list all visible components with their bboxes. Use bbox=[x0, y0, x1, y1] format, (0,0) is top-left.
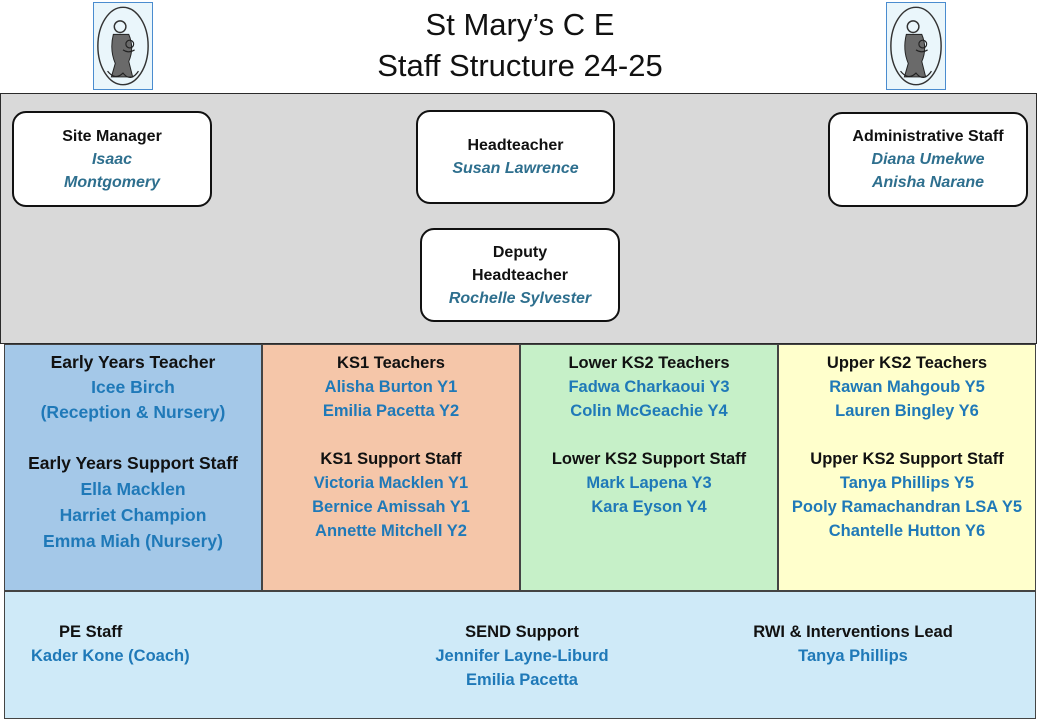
admin-staff-box: Administrative Staff Diana Umekwe Anisha… bbox=[828, 112, 1028, 207]
rwi-lead-heading: RWI & Interventions Lead bbox=[753, 623, 953, 641]
school-crest-icon bbox=[886, 2, 946, 90]
early-years-teacher-note: (Reception & Nursery) bbox=[40, 402, 226, 422]
send-support-heading: SEND Support bbox=[465, 623, 579, 641]
deputy-name: Rochelle Sylvester bbox=[448, 289, 592, 307]
early-years-panel: Early Years Teacher Icee Birch (Receptio… bbox=[4, 344, 262, 591]
send-support-name: Jennifer Layne-Liburd bbox=[435, 647, 609, 665]
early-years-support-name: Emma Miah (Nursery) bbox=[43, 531, 223, 551]
ks1-panel: KS1 Teachers Alisha Burton Y1 Emilia Pac… bbox=[262, 344, 520, 591]
site-manager-name: Montgomery bbox=[64, 173, 160, 191]
ks1-support-name: Bernice Amissah Y1 bbox=[312, 498, 470, 516]
ks1-support-name: Victoria Macklen Y1 bbox=[313, 474, 469, 492]
rwi-lead-name: Tanya Phillips bbox=[798, 647, 908, 665]
lower-ks2-support-heading: Lower KS2 Support Staff bbox=[551, 450, 747, 468]
site-manager-role: Site Manager bbox=[62, 127, 162, 145]
upper-ks2-support-name: Tanya Phillips Y5 bbox=[839, 474, 975, 492]
early-years-support-heading: Early Years Support Staff bbox=[28, 453, 238, 473]
lower-ks2-teachers-heading: Lower KS2 Teachers bbox=[568, 354, 730, 372]
ks1-support-heading: KS1 Support Staff bbox=[320, 450, 462, 468]
headteacher-name: Susan Lawrence bbox=[452, 160, 579, 177]
ks1-support-name: Annette Mitchell Y2 bbox=[315, 522, 467, 540]
ks1-teacher-name: Emilia Pacetta Y2 bbox=[322, 402, 460, 420]
deputy-role: Headteacher bbox=[471, 266, 569, 284]
lower-ks2-support-name: Kara Eyson Y4 bbox=[591, 498, 707, 516]
headteacher-box: Headteacher Susan Lawrence bbox=[416, 110, 615, 204]
upper-ks2-support-heading: Upper KS2 Support Staff bbox=[810, 450, 1004, 468]
pe-staff-group: PE Staff Kader Kone (Coach) bbox=[25, 620, 215, 668]
early-years-support-name: Harriet Champion bbox=[59, 505, 207, 525]
chart-title-line1: St Mary’s C E bbox=[425, 7, 615, 42]
rwi-lead-group: RWI & Interventions Lead Tanya Phillips bbox=[733, 620, 973, 668]
early-years-teacher-name: Icee Birch bbox=[91, 377, 175, 397]
early-years-support-name: Ella Macklen bbox=[80, 479, 186, 499]
chart-title-line2: Staff Structure 24-25 bbox=[377, 48, 663, 83]
upper-ks2-panel: Upper KS2 Teachers Rawan Mahgoub Y5 Laur… bbox=[778, 344, 1036, 591]
lower-ks2-support-name: Mark Lapena Y3 bbox=[586, 474, 712, 492]
upper-ks2-teachers-heading: Upper KS2 Teachers bbox=[826, 354, 988, 372]
ks1-teacher-name: Alisha Burton Y1 bbox=[324, 378, 458, 396]
upper-ks2-teacher-name: Lauren Bingley Y6 bbox=[835, 402, 979, 420]
headteacher-role: Headteacher bbox=[467, 137, 564, 154]
upper-ks2-support-name: Chantelle Hutton Y6 bbox=[828, 522, 986, 540]
lower-ks2-panel: Lower KS2 Teachers Fadwa Charkaoui Y3 Co… bbox=[520, 344, 778, 591]
lower-ks2-teacher-name: Colin McGeachie Y4 bbox=[570, 402, 728, 420]
admin-staff-role: Administrative Staff bbox=[852, 128, 1004, 145]
lower-ks2-teacher-name: Fadwa Charkaoui Y3 bbox=[568, 378, 730, 396]
pe-staff-name: Kader Kone (Coach) bbox=[31, 647, 190, 665]
admin-staff-name: Diana Umekwe bbox=[871, 151, 985, 168]
site-manager-name: Isaac bbox=[91, 150, 133, 168]
upper-ks2-support-name: Pooly Ramachandran LSA Y5 bbox=[791, 498, 1023, 516]
send-support-name: Emilia Pacetta bbox=[466, 671, 578, 689]
ks1-teachers-heading: KS1 Teachers bbox=[337, 354, 445, 372]
other-staff-panel: PE Staff Kader Kone (Coach) SEND Support… bbox=[4, 591, 1036, 719]
site-manager-box: Site Manager Isaac Montgomery bbox=[12, 111, 212, 207]
deputy-headteacher-box: Deputy Headteacher Rochelle Sylvester bbox=[420, 228, 620, 322]
pe-staff-heading: PE Staff bbox=[59, 623, 123, 641]
early-years-teacher-heading: Early Years Teacher bbox=[50, 352, 216, 372]
send-support-group: SEND Support Jennifer Layne-Liburd Emili… bbox=[407, 620, 637, 692]
school-crest-icon bbox=[93, 2, 153, 90]
admin-staff-name: Anisha Narane bbox=[871, 174, 985, 191]
deputy-role: Deputy bbox=[492, 243, 548, 261]
upper-ks2-teacher-name: Rawan Mahgoub Y5 bbox=[829, 378, 985, 396]
